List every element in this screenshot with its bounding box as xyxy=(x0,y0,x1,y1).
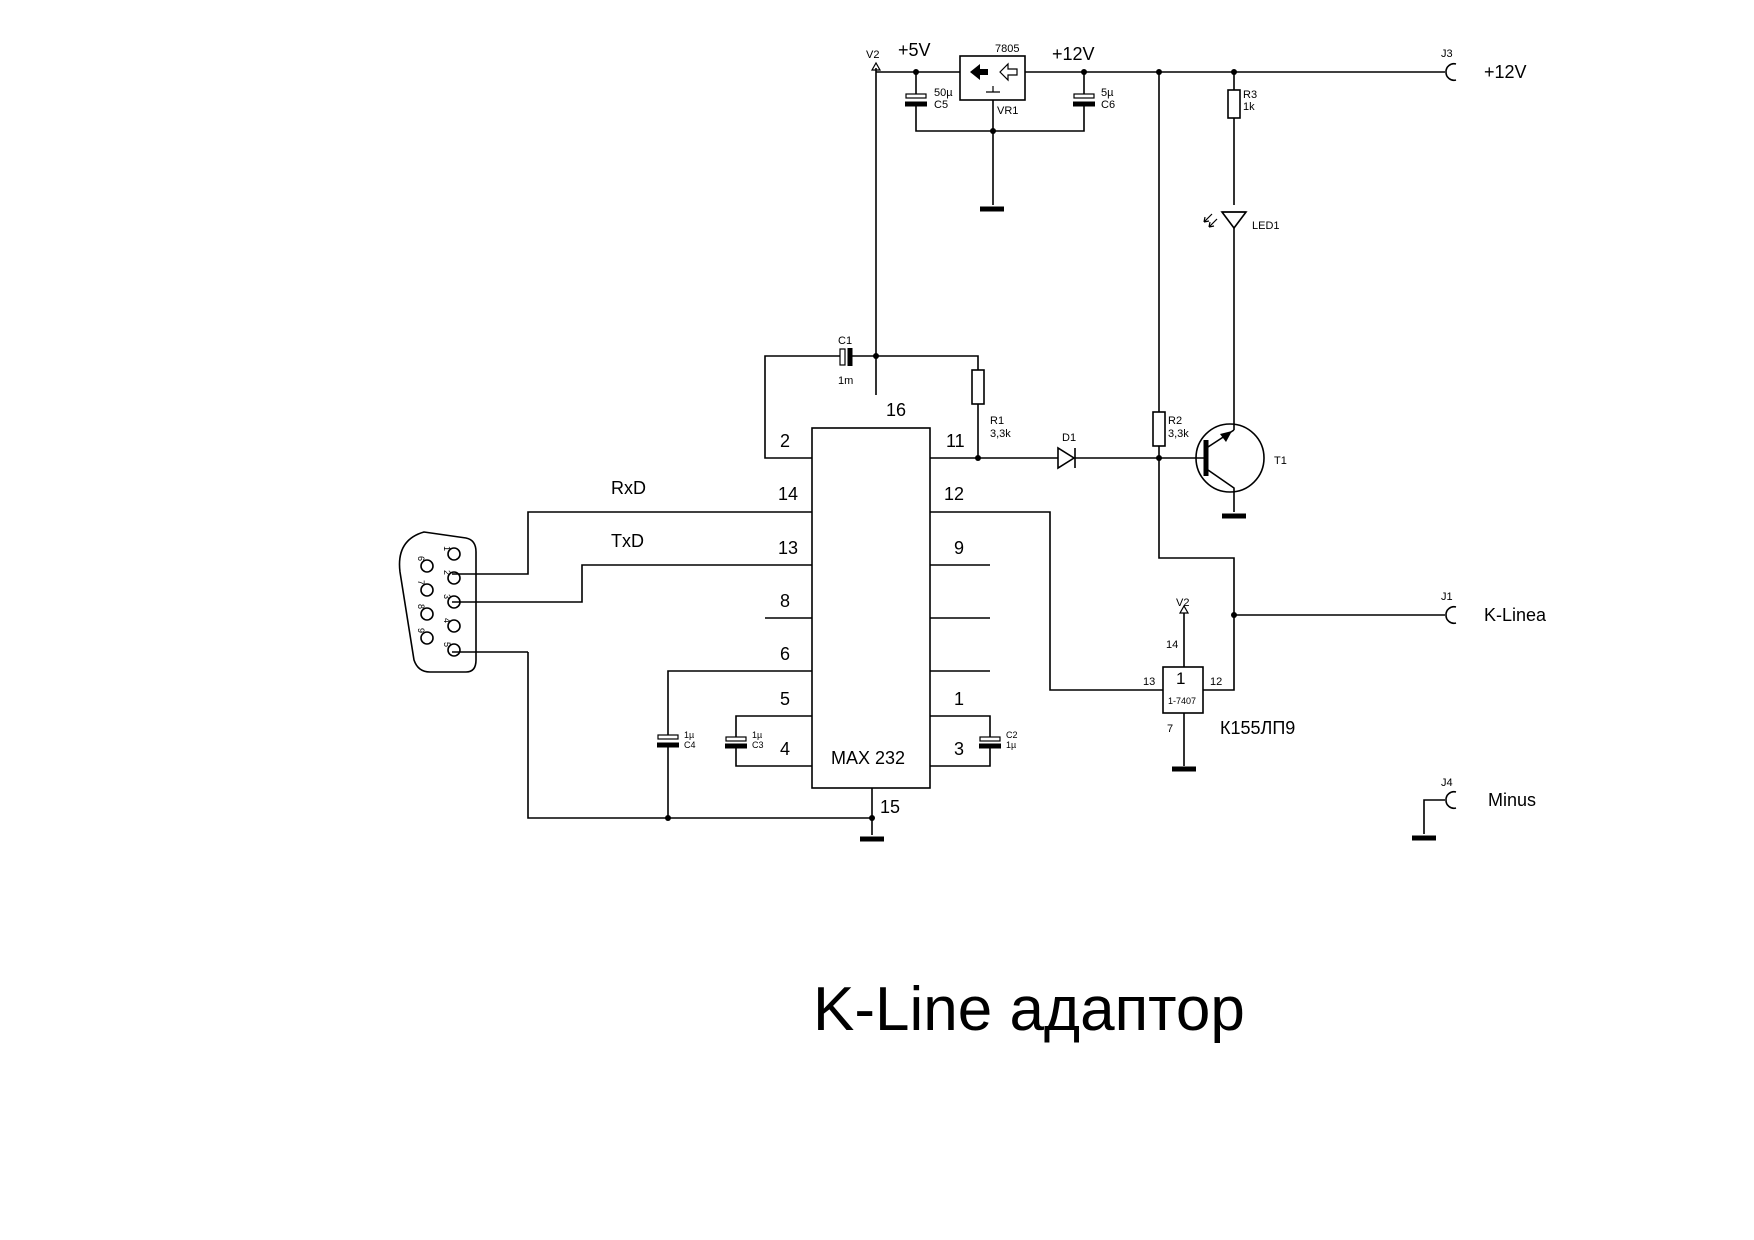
capacitor-c3 xyxy=(725,736,747,749)
j1-label: K-Linea xyxy=(1484,605,1547,625)
r2-ref: R2 xyxy=(1168,415,1182,427)
c5-ref: C5 xyxy=(934,99,948,111)
regulator-vr1 xyxy=(959,55,1026,212)
db9-pin-1: 1 xyxy=(442,546,452,551)
resistor-r1 xyxy=(971,369,985,458)
max232-pin-8: 8 xyxy=(780,591,790,611)
pin3-wire xyxy=(930,747,991,767)
max232-pin-1: 1 xyxy=(954,689,964,709)
max232-pin-5: 5 xyxy=(780,689,790,709)
db9-pin-7: 7 xyxy=(416,580,426,585)
c5-value: 50µ xyxy=(934,87,953,99)
page-title: K-Line адаптор xyxy=(813,975,1245,1044)
db9-connector xyxy=(398,531,477,673)
db9-pin-9: 9 xyxy=(416,628,426,633)
max232-pin-11: 11 xyxy=(946,431,965,451)
connector-j3 xyxy=(1445,62,1457,82)
gate-7407 xyxy=(1162,604,1235,772)
t1-ref: T1 xyxy=(1274,455,1287,467)
c1-ref: C1 xyxy=(838,335,852,347)
led1-ref: LED1 xyxy=(1252,220,1280,232)
pin13-wire xyxy=(452,564,812,603)
j4-ref: J4 xyxy=(1441,777,1453,789)
db9-pin-6: 6 xyxy=(416,556,426,561)
c6-value: 5µ xyxy=(1101,87,1114,99)
gate-ref: 1 xyxy=(1176,669,1185,688)
reg-ref-label: VR1 xyxy=(997,105,1018,117)
c3-value: 1µ xyxy=(752,730,762,740)
capacitor-c1 xyxy=(764,348,979,392)
pin6-wire xyxy=(667,670,812,735)
gate-name: К155ЛП9 xyxy=(1220,718,1295,738)
pin1-wire xyxy=(930,715,991,737)
gate-v2-label: V2 xyxy=(1176,597,1189,609)
max232-pin15: 15 xyxy=(880,797,900,817)
max232-name: MAX 232 xyxy=(831,748,905,768)
db9-pin-3: 3 xyxy=(442,594,452,599)
gate-part: 1-7407 xyxy=(1168,696,1196,706)
resistor-r2 xyxy=(1152,411,1235,615)
max232-pin-6: 6 xyxy=(780,644,790,664)
r1-value: 3,3k xyxy=(990,428,1011,440)
max232-ic xyxy=(811,427,931,789)
connector-j1 xyxy=(1445,605,1457,625)
c6-ref: C6 xyxy=(1101,99,1115,111)
c4-value: 1µ xyxy=(684,730,694,740)
v2-top-label: V2 xyxy=(866,49,879,61)
j1-ref: J1 xyxy=(1441,591,1453,603)
max232-pin-2: 2 xyxy=(780,431,790,451)
gate-pin13: 13 xyxy=(1143,676,1155,688)
max232-pin16: 16 xyxy=(886,400,906,420)
connector-j4 xyxy=(1412,790,1457,841)
max232-pin-13: 13 xyxy=(778,538,798,558)
c2-value: 1µ xyxy=(1006,740,1016,750)
pin5-wire xyxy=(735,715,812,737)
r2-value: 3,3k xyxy=(1168,428,1189,440)
gate-pin12: 12 xyxy=(1210,676,1222,688)
max232-pin-14: 14 xyxy=(778,484,798,504)
j3-label: +12V xyxy=(1484,62,1527,82)
gate-pin14: 14 xyxy=(1166,639,1178,651)
ground-bus xyxy=(452,651,884,842)
reg-part-label: 7805 xyxy=(995,43,1019,55)
db9-pin-4: 4 xyxy=(442,618,452,623)
db9-pin-2: 2 xyxy=(442,570,452,575)
pin4-wire xyxy=(735,747,812,767)
txd-label: TxD xyxy=(611,531,644,551)
pin12-wire xyxy=(930,511,1163,691)
capacitor-c6 xyxy=(1073,69,1095,107)
pin14-wire xyxy=(452,511,812,575)
plus5v-label: +5V xyxy=(898,40,931,60)
rxd-label: RxD xyxy=(611,478,646,498)
max232-pin-9: 9 xyxy=(954,538,964,558)
transistor-t1 xyxy=(1159,423,1265,519)
max232-pin-12: 12 xyxy=(944,484,964,504)
gate-pin7: 7 xyxy=(1167,723,1173,735)
max232-pin-3: 3 xyxy=(954,739,964,759)
db9-pin-8: 8 xyxy=(416,604,426,609)
c2-ref: C2 xyxy=(1006,730,1018,740)
capacitor-c4 xyxy=(657,734,679,818)
d1-ref: D1 xyxy=(1062,432,1076,444)
c3-ref: C3 xyxy=(752,740,764,750)
v2-rail xyxy=(870,61,882,395)
r1-ref: R1 xyxy=(990,415,1004,427)
junction-r1-pin11 xyxy=(975,455,981,461)
c4-ref: C4 xyxy=(684,740,696,750)
diode-d1 xyxy=(1045,446,1159,470)
capacitor-c5 xyxy=(905,69,1085,134)
j3-ref: J3 xyxy=(1441,48,1453,60)
plus12v-label: +12V xyxy=(1052,44,1095,64)
pin2-wire xyxy=(764,392,812,459)
r3-ref: R3 xyxy=(1243,89,1257,101)
r3-value: 1k xyxy=(1243,101,1255,113)
led-led1 xyxy=(1203,211,1248,430)
resistor-r3 xyxy=(1227,72,1241,205)
db9-pin-5: 5 xyxy=(442,642,452,647)
c1-value: 1m xyxy=(838,375,853,387)
capacitor-c2 xyxy=(979,736,1001,749)
j4-label: Minus xyxy=(1488,790,1536,810)
max232-pin-4: 4 xyxy=(780,739,790,759)
